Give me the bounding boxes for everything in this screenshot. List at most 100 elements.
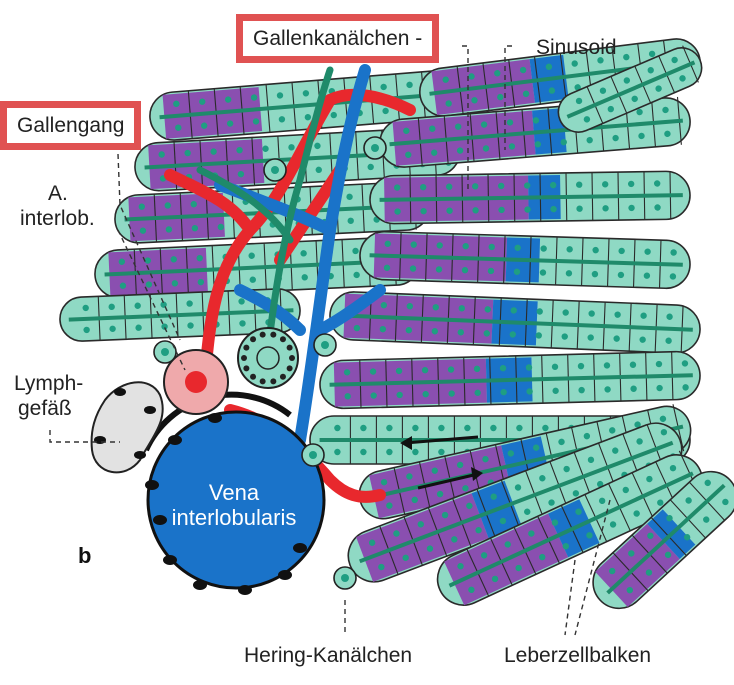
bile-duct-cell-nucleus — [270, 378, 277, 385]
nucleus — [386, 424, 393, 432]
bile-duct-cell-nucleus — [243, 365, 250, 372]
nucleus — [526, 388, 533, 395]
nucleus — [412, 448, 419, 456]
nucleus — [722, 498, 729, 506]
flow-arrow-right-head — [471, 467, 483, 481]
nucleus — [577, 362, 585, 370]
nucleus — [200, 122, 208, 129]
panel-letter: b — [78, 543, 92, 568]
nucleus — [664, 551, 672, 559]
nucleus — [508, 143, 516, 150]
nucleus — [583, 432, 591, 440]
nucleus — [509, 331, 516, 338]
nucleus — [380, 479, 388, 486]
canaliculus-line — [369, 253, 683, 267]
nucleus — [662, 106, 669, 114]
nucleus — [682, 384, 689, 391]
canaliculus-line — [339, 313, 693, 332]
nucleus — [539, 553, 546, 561]
nucleus — [118, 258, 126, 265]
nucleus — [565, 270, 573, 277]
nucleus — [586, 136, 593, 144]
nucleus — [471, 183, 479, 190]
nucleus — [161, 323, 168, 330]
nucleus — [186, 300, 193, 307]
nucleus — [523, 182, 531, 189]
bile-duct-cell-nucleus — [279, 373, 286, 380]
nucleus — [519, 66, 527, 74]
nucleus — [704, 479, 711, 487]
nucleus — [139, 227, 147, 234]
nucleus — [468, 586, 475, 594]
nucleus — [217, 223, 225, 231]
nucleus — [402, 554, 409, 562]
nucleus — [436, 490, 444, 498]
nucleus — [406, 303, 414, 310]
nucleus — [510, 307, 517, 314]
nucleus — [497, 93, 504, 101]
nucleus — [164, 202, 171, 209]
nucleus — [482, 455, 489, 463]
nucleus — [545, 63, 553, 70]
nucleus — [380, 301, 388, 309]
nucleus — [601, 181, 609, 188]
nucleus — [654, 204, 661, 211]
nucleus — [82, 304, 89, 312]
nucleus — [315, 166, 322, 174]
bile-duct-cell-nucleus — [270, 331, 277, 338]
nucleus — [170, 256, 177, 263]
nucleus — [276, 92, 284, 99]
nucleus — [158, 151, 165, 158]
hering-channel-lumen — [321, 341, 329, 349]
nucleus — [380, 83, 387, 91]
lymph-nucleus-2 — [144, 406, 156, 414]
nucleus — [643, 272, 651, 279]
artery-branch-2 — [164, 169, 256, 236]
hering-channel-lumen — [309, 451, 317, 459]
lymph-vessel — [90, 381, 164, 474]
bile-duct-cell-nucleus — [250, 336, 257, 343]
nucleus — [644, 248, 651, 255]
nucleus — [239, 320, 246, 327]
nucleus — [669, 464, 677, 472]
nucleus — [237, 170, 245, 178]
nucleus — [608, 567, 616, 575]
nucleus — [464, 424, 471, 432]
nucleus — [383, 264, 391, 272]
nucleus — [665, 337, 672, 344]
lymph-nucleus-1 — [114, 388, 126, 396]
bile-canaliculus-1 — [264, 66, 334, 354]
leader-line-5 — [49, 430, 120, 443]
nucleus — [382, 107, 389, 115]
nucleus — [238, 298, 245, 305]
nucleus — [456, 147, 464, 154]
nucleus — [175, 124, 182, 131]
nucleus — [429, 125, 436, 132]
portal-vein-branch-4 — [234, 284, 306, 336]
nucleus — [617, 271, 625, 279]
nucleus — [474, 389, 481, 397]
nucleus — [379, 325, 387, 333]
nucleus — [457, 563, 464, 570]
nucleus — [498, 206, 505, 214]
nucleus — [456, 461, 464, 469]
nucleus — [646, 475, 653, 483]
nucleus — [191, 225, 199, 232]
nucleus — [330, 111, 337, 119]
nucleus — [462, 485, 469, 492]
vena-endothelial-nucleus-8 — [208, 413, 222, 423]
nucleus — [334, 424, 341, 432]
nucleus — [670, 249, 677, 256]
nucleus — [552, 387, 559, 395]
nucleus — [655, 85, 662, 92]
nucleus — [466, 502, 473, 510]
liver-cell-plate-10 — [329, 291, 701, 354]
nucleus — [539, 269, 547, 276]
nucleus — [226, 120, 234, 127]
nucleus — [497, 182, 505, 190]
gallengang-label-box: Gallengang — [0, 101, 142, 150]
nucleus — [622, 486, 629, 494]
nucleus — [542, 424, 549, 432]
nucleus — [566, 246, 573, 253]
nucleus — [480, 121, 488, 128]
